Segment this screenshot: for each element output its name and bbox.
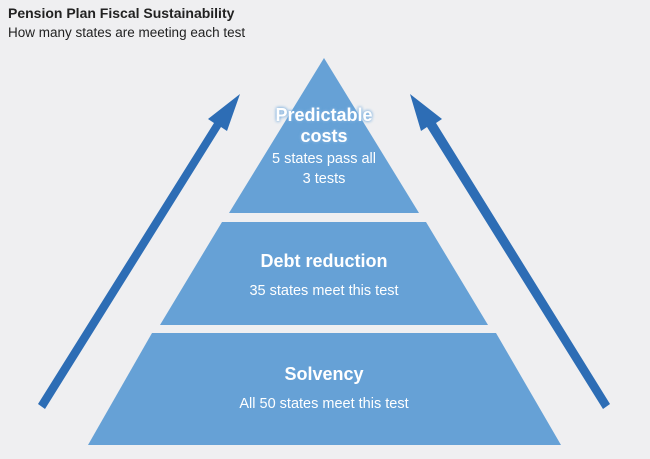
level-desc-predictable-costs: 5 states pass all 3 tests [272,149,376,189]
diagram-subtitle: How many states are meeting each test [8,25,246,40]
pyramid-top-level [229,58,419,213]
diagram-title: Pension Plan Fiscal Sustainability [8,5,235,21]
level-desc-debt-reduction: 35 states meet this test [249,283,399,299]
level-desc-line: 3 tests [302,171,346,187]
level-title-line: Predictable [275,105,373,125]
level-desc-line: 5 states pass all [272,151,376,167]
left-up-arrow-icon [38,94,240,409]
level-title-predictable-costs: Predictable costs [275,105,372,147]
level-desc-solvency: All 50 states meet this test [239,396,409,412]
level-title-debt-reduction: Debt reduction [260,251,388,271]
pyramid-bottom-level [88,333,561,445]
right-up-arrow-icon [410,94,610,409]
level-title-line: costs [300,126,348,146]
pyramid-middle-level [160,222,488,325]
level-title-solvency: Solvency [284,364,364,384]
